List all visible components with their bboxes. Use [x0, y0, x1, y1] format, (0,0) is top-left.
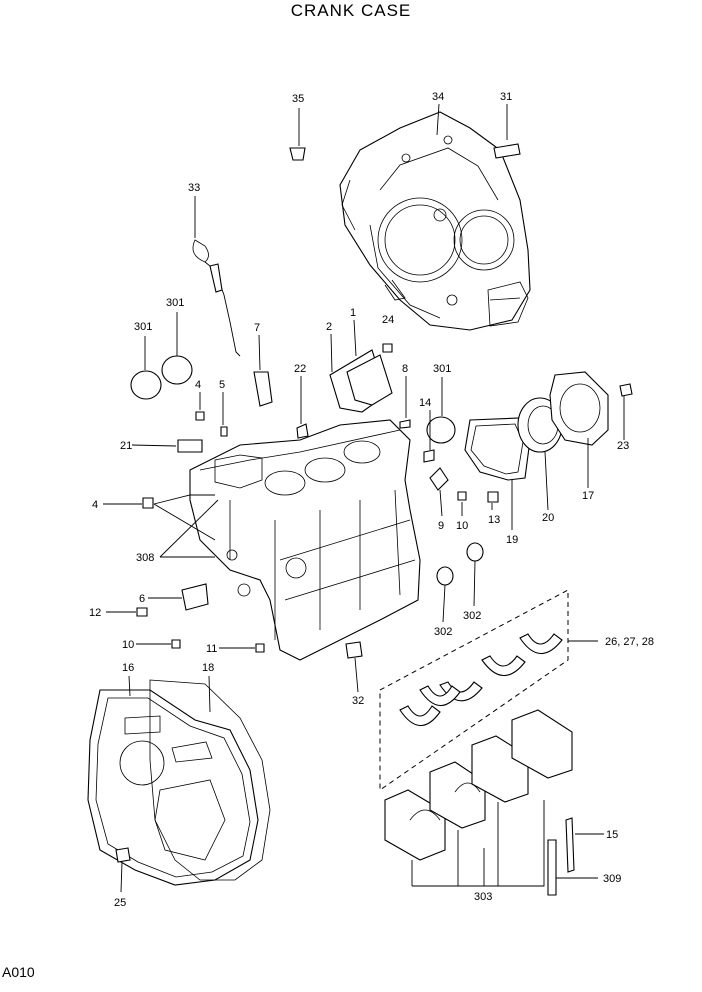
callout-302-a: 302 [434, 626, 452, 638]
sleeve-6 [181, 583, 209, 611]
callout-17: 17 [582, 490, 594, 502]
callout-18: 18 [202, 662, 214, 674]
callout-labels: 35 34 31 33 301 301 7 2 1 24 4 5 22 8 30… [89, 91, 654, 909]
callout-8: 8 [402, 363, 408, 375]
small-parts [115, 143, 633, 896]
callout-9: 9 [438, 520, 444, 532]
gear-case-gasket-18 [149, 679, 271, 881]
dipstick-33 [192, 239, 241, 357]
plug-301-c [426, 416, 456, 444]
callout-23: 23 [617, 440, 629, 452]
callout-24: 24 [382, 314, 394, 326]
callout-26-27-28: 26, 27, 28 [605, 636, 654, 648]
callout-33: 33 [188, 182, 200, 194]
page-code: A010 [2, 964, 35, 980]
bolt-32 [345, 641, 363, 659]
callout-13: 13 [488, 514, 500, 526]
pin-5 [220, 426, 228, 437]
callout-5: 5 [219, 379, 225, 391]
callout-308: 308 [136, 552, 154, 564]
callout-19: 19 [506, 534, 518, 546]
callout-16: 16 [122, 662, 134, 674]
callout-10-b: 10 [122, 639, 134, 651]
gasket-1 [346, 354, 393, 406]
callout-4-a: 4 [195, 379, 201, 391]
bolt-25 [115, 847, 131, 863]
pin-11 [255, 643, 265, 653]
callout-31: 31 [500, 91, 512, 103]
pin-15 [565, 817, 575, 873]
plug-13 [487, 491, 499, 503]
plug-35 [289, 147, 306, 161]
callout-301-b: 301 [166, 297, 184, 309]
callout-4-b: 4 [92, 499, 98, 511]
plug-301-a [130, 370, 162, 400]
callout-25: 25 [114, 897, 126, 909]
callout-309: 309 [603, 873, 621, 885]
callout-12: 12 [89, 607, 101, 619]
plug-301-b [161, 355, 193, 385]
plug-14 [423, 449, 435, 463]
cylinder-block [189, 419, 421, 661]
callout-22: 22 [294, 363, 306, 375]
callout-7: 7 [254, 322, 260, 334]
plug-4 [195, 411, 205, 421]
callout-2: 2 [326, 321, 332, 333]
callout-301-a: 301 [134, 321, 152, 333]
plug-302-a [436, 566, 454, 586]
plug-22 [296, 423, 309, 439]
flywheel-housing [339, 111, 531, 331]
plug-4b [142, 497, 154, 509]
callout-11: 11 [206, 643, 217, 655]
pin-8 [399, 419, 411, 429]
pin-10 [457, 491, 467, 501]
spring-21 [177, 439, 203, 453]
bolt-23 [619, 383, 633, 397]
bolt-24 [382, 343, 393, 353]
plug-7 [253, 371, 273, 407]
callout-35: 35 [292, 93, 304, 105]
main-bearing-caps [384, 709, 573, 861]
pin-12 [136, 607, 148, 617]
plug-302-b [466, 542, 484, 562]
callout-1: 1 [350, 307, 356, 319]
oil-seal-case-17 [549, 371, 609, 446]
plug-9 [429, 467, 449, 491]
gear-case-gasket-16 [87, 689, 259, 886]
bearing-bounding-box [379, 589, 569, 791]
callout-303: 303 [474, 891, 492, 903]
callout-302-b: 302 [463, 610, 481, 622]
callout-6: 6 [139, 593, 145, 605]
callout-34: 34 [432, 91, 444, 103]
callout-14: 14 [419, 397, 431, 409]
callout-32: 32 [352, 695, 364, 707]
bolt-309 [547, 839, 557, 896]
callout-301-c: 301 [433, 363, 451, 375]
pin-10b [171, 639, 181, 649]
main-bearing-halves [399, 633, 563, 727]
diagram-title: CRANK CASE [290, 1, 412, 20]
bolt-31 [493, 143, 521, 159]
leader-lines [103, 103, 625, 893]
callout-10-a: 10 [456, 520, 468, 532]
callout-20: 20 [542, 512, 554, 524]
callout-21: 21 [120, 440, 132, 452]
callout-15: 15 [606, 829, 618, 841]
